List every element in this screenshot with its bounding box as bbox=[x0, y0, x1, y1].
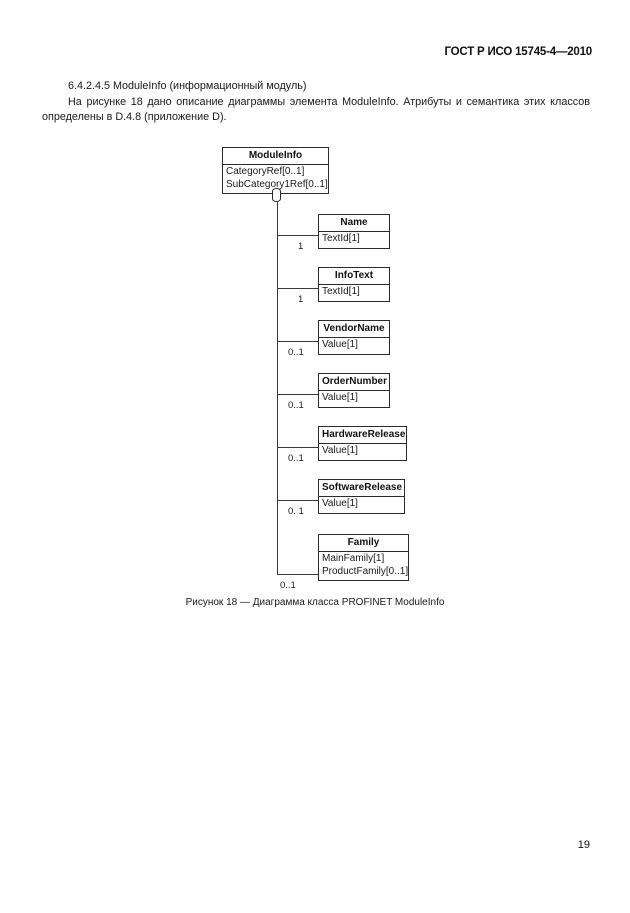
multiplicity-label: 1 bbox=[298, 241, 304, 252]
uml-attribute: CategoryRef[0..1] bbox=[226, 166, 305, 177]
connector-branch-line bbox=[277, 500, 319, 501]
uml-class-diagram: ModuleInfo CategoryRef[0..1] SubCategory… bbox=[0, 140, 630, 591]
uml-attribute-list: Value[1] bbox=[319, 391, 389, 407]
uml-class-title: VendorName bbox=[319, 321, 389, 338]
connector-branch-line bbox=[277, 235, 319, 236]
uml-attribute: TextId[1] bbox=[322, 233, 360, 244]
uml-class-family: Family MainFamily[1] ProductFamily[0..1] bbox=[318, 534, 409, 581]
uml-class-vendorname: VendorName Value[1] bbox=[318, 320, 390, 355]
uml-attribute: ProductFamily[0..1] bbox=[322, 565, 409, 577]
uml-class-title: InfoText bbox=[319, 268, 389, 285]
uml-attribute: SubCategory1Ref[0..1] bbox=[226, 178, 328, 190]
uml-class-name: Name TextId[1] bbox=[318, 214, 390, 249]
multiplicity-label: 0..1 bbox=[288, 453, 304, 464]
multiplicity-label: 0..1 bbox=[288, 400, 304, 411]
uml-attribute: Value[1] bbox=[322, 339, 358, 350]
uml-class-title: ModuleInfo bbox=[223, 148, 328, 165]
uml-class-title: SoftwareRelease bbox=[319, 480, 404, 497]
connector-trunk-line bbox=[277, 202, 278, 574]
uml-class-ordernumber: OrderNumber Value[1] bbox=[318, 373, 390, 408]
multiplicity-label: 0..1 bbox=[280, 580, 296, 591]
multiplicity-label: 1 bbox=[298, 294, 304, 305]
uml-attribute: Value[1] bbox=[322, 498, 358, 509]
uml-attribute: MainFamily[1] bbox=[322, 553, 385, 564]
uml-class-title: Family bbox=[319, 535, 408, 552]
uml-attribute: Value[1] bbox=[322, 445, 358, 456]
clause-title: 6.4.2.4.5 ModuleInfo (информационный мод… bbox=[68, 80, 307, 92]
aggregation-diamond-icon bbox=[272, 188, 281, 202]
connector-branch-line bbox=[277, 447, 319, 448]
document-header-standard-number: ГОСТ Р ИСО 15745-4—2010 bbox=[444, 46, 592, 58]
uml-attribute-list: CategoryRef[0..1] SubCategory1Ref[0..1] bbox=[223, 165, 328, 193]
multiplicity-label: 0. 1 bbox=[288, 506, 304, 517]
uml-class-softwarerelease: SoftwareRelease Value[1] bbox=[318, 479, 405, 514]
uml-class-title: OrderNumber bbox=[319, 374, 389, 391]
uml-attribute-list: TextId[1] bbox=[319, 285, 389, 301]
uml-attribute-list: Value[1] bbox=[319, 444, 406, 460]
page-number: 19 bbox=[577, 839, 590, 851]
uml-attribute-list: TextId[1] bbox=[319, 232, 389, 248]
uml-class-moduleinfo: ModuleInfo CategoryRef[0..1] SubCategory… bbox=[222, 147, 329, 194]
uml-attribute-list: Value[1] bbox=[319, 338, 389, 354]
uml-attribute: TextId[1] bbox=[322, 286, 360, 297]
multiplicity-label: 0..1 bbox=[288, 347, 304, 358]
uml-class-title: Name bbox=[319, 215, 389, 232]
connector-branch-line bbox=[277, 341, 319, 342]
figure-caption: Рисунок 18 — Диаграмма класса PROFINET M… bbox=[185, 597, 445, 608]
uml-class-title: HardwareRelease bbox=[319, 427, 406, 444]
connector-branch-line bbox=[277, 394, 319, 395]
connector-branch-line bbox=[277, 574, 319, 575]
uml-attribute: Value[1] bbox=[322, 392, 358, 403]
uml-class-infotext: InfoText TextId[1] bbox=[318, 267, 390, 302]
uml-class-hardwarerelease: HardwareRelease Value[1] bbox=[318, 426, 407, 461]
body-paragraph: На рисунке 18 дано описание диаграммы эл… bbox=[42, 96, 590, 123]
connector-branch-line bbox=[277, 288, 319, 289]
uml-attribute-list: MainFamily[1] ProductFamily[0..1] bbox=[319, 552, 408, 580]
uml-attribute-list: Value[1] bbox=[319, 497, 404, 513]
